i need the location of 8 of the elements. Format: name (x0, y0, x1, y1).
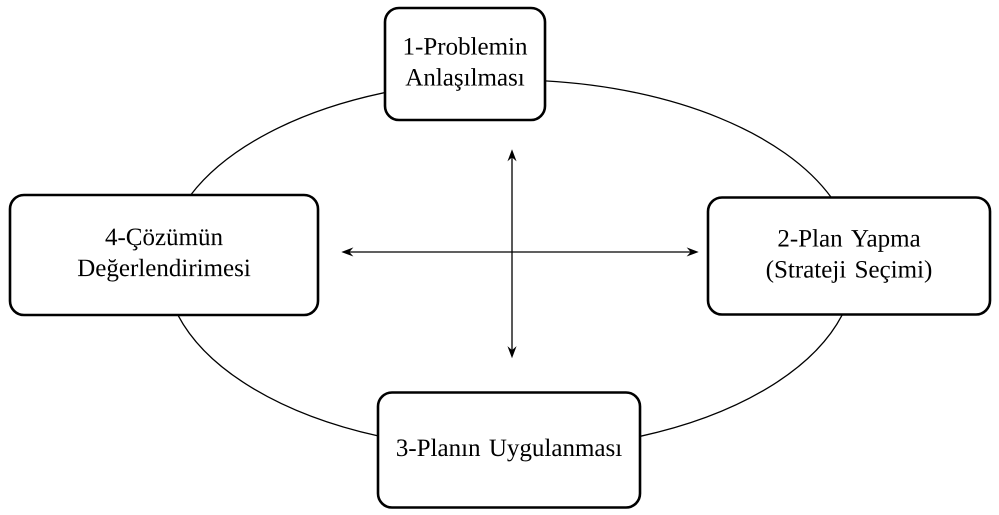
step-box: 1-Problemin Anlaşılması (384, 6, 546, 122)
step-box: 4-Çözümün Değerlendirimesi (8, 194, 320, 316)
step-box: 2-Plan Yapma (Strateji Seçimi) (706, 196, 992, 316)
ring-arc (177, 314, 378, 437)
ring-arc (544, 80, 832, 198)
ring-arc (190, 92, 386, 196)
ring-arc (640, 314, 843, 438)
step-box: 3-Planın Uygulanması (376, 391, 642, 509)
